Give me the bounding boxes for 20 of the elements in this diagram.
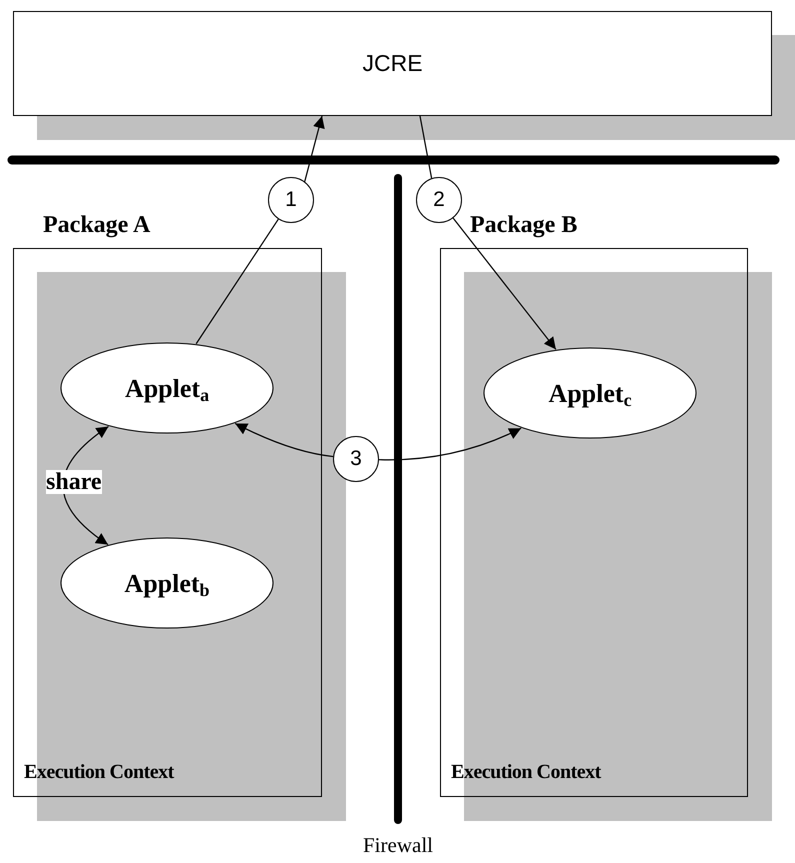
connector-line: [419, 116, 432, 178]
applet-label: Applet$_{c}$: [548, 378, 632, 412]
package-heading: Package B: [470, 211, 578, 240]
applet-label: Applet$_{b}$: [124, 568, 210, 602]
firewall-label: Firewall: [362, 832, 434, 859]
step-number: 1: [285, 187, 297, 214]
step-number: 2: [433, 187, 445, 214]
arrow: [234, 422, 334, 458]
step-number: 3: [350, 446, 362, 472]
arrow: [378, 428, 522, 460]
edge-label: share: [46, 470, 102, 494]
package-heading: Package A: [43, 211, 150, 240]
context-label: Execution Context: [24, 760, 174, 785]
connector-line: [196, 218, 279, 344]
arrow: [452, 218, 556, 350]
applet-label: Applet$_{a}$: [124, 372, 210, 407]
box-title: JCRE: [362, 49, 423, 78]
arrow: [304, 116, 325, 182]
context-label: Execution Context: [451, 760, 601, 785]
runtime-box: [13, 11, 772, 116]
